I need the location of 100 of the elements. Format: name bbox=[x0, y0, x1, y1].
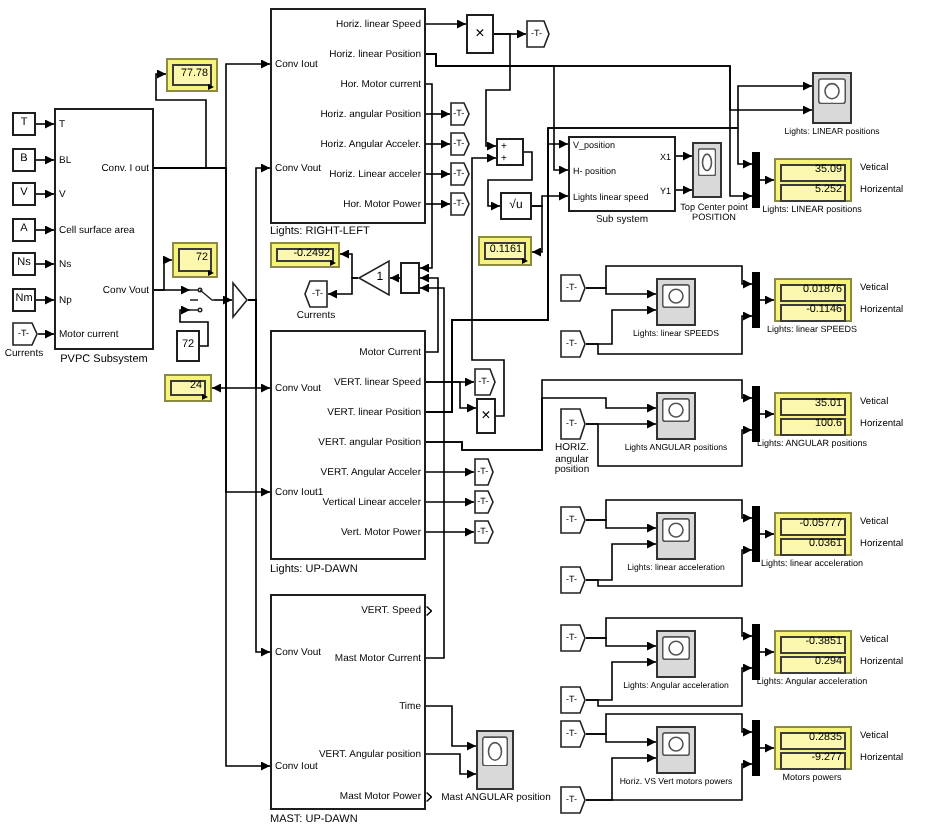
signal-arrow bbox=[425, 109, 451, 119]
display-block bbox=[774, 726, 852, 770]
signal-arrow bbox=[471, 153, 505, 417]
goto-tag bbox=[474, 458, 494, 486]
sum-block bbox=[400, 262, 420, 294]
subsystem-block bbox=[568, 136, 676, 212]
display-block bbox=[774, 630, 852, 674]
signal-arrow bbox=[425, 381, 477, 413]
mux-bar bbox=[752, 506, 760, 562]
signal-arrow bbox=[213, 295, 233, 305]
display-block bbox=[774, 392, 852, 436]
sum-block bbox=[496, 138, 524, 166]
signal-arrow bbox=[35, 225, 55, 235]
display-block bbox=[774, 278, 852, 322]
gain-block bbox=[358, 260, 390, 296]
goto-tag bbox=[450, 132, 470, 156]
display-block bbox=[478, 236, 532, 266]
goto-tag bbox=[474, 368, 496, 396]
signal-arrow bbox=[759, 175, 775, 185]
constant-block bbox=[12, 288, 36, 312]
signal-arrow bbox=[35, 189, 55, 199]
signal-arrow bbox=[759, 647, 775, 657]
goto-tag bbox=[474, 520, 494, 544]
signal-arrow bbox=[675, 185, 693, 195]
constant-block bbox=[12, 148, 36, 172]
scope-block bbox=[656, 726, 696, 774]
goto-tag bbox=[526, 20, 550, 48]
scope-block bbox=[656, 278, 696, 326]
signal-arrow bbox=[425, 527, 475, 537]
signal-arrow bbox=[585, 713, 753, 737]
mux-bar bbox=[752, 386, 760, 442]
signal-arrow bbox=[419, 273, 439, 353]
signal-arrow bbox=[153, 285, 191, 295]
signal-arrow bbox=[425, 705, 477, 751]
constant-block bbox=[12, 252, 36, 276]
constant-block bbox=[12, 182, 36, 206]
signal-arrow bbox=[35, 259, 55, 269]
signal-arrow bbox=[425, 53, 753, 201]
goto-tag bbox=[304, 280, 328, 308]
signal-arrow bbox=[327, 277, 359, 299]
signal-arrow bbox=[585, 265, 753, 289]
signal-arrow bbox=[419, 83, 433, 273]
signal-arrow bbox=[419, 283, 445, 659]
signal-arrow bbox=[35, 295, 55, 305]
signal-arrow bbox=[425, 169, 451, 179]
scope-block bbox=[656, 392, 696, 440]
signal-arrow bbox=[585, 759, 753, 801]
goto-tag bbox=[560, 566, 586, 594]
display-block bbox=[270, 242, 340, 268]
signal-arrow bbox=[425, 467, 475, 477]
signal-arrow bbox=[389, 273, 401, 283]
mux-bar bbox=[752, 720, 760, 776]
goto-tag bbox=[450, 162, 470, 186]
signal-arrow bbox=[211, 299, 257, 393]
signal-arrow bbox=[35, 155, 55, 165]
goto-tag bbox=[12, 322, 38, 346]
goto-tag bbox=[560, 720, 586, 748]
signal-arrow bbox=[675, 151, 693, 161]
signal-arrow bbox=[425, 127, 753, 413]
goto-tag bbox=[560, 786, 586, 814]
signal-arrow bbox=[425, 497, 475, 507]
signal-arrow bbox=[585, 617, 753, 641]
signal-arrow bbox=[425, 139, 451, 149]
scope-block bbox=[812, 72, 852, 124]
sqrt-block bbox=[500, 192, 532, 220]
signal-arrow bbox=[585, 545, 753, 587]
signal-arrow bbox=[485, 33, 511, 151]
signal-arrow bbox=[153, 69, 207, 169]
signal-arrow bbox=[531, 205, 543, 257]
signal-arrow bbox=[487, 151, 533, 211]
switch-symbol bbox=[190, 282, 214, 318]
block-label: × bbox=[475, 26, 485, 42]
goto-tag bbox=[450, 192, 470, 216]
goto-tag bbox=[560, 506, 586, 534]
display-block bbox=[172, 242, 218, 278]
subsystem-block bbox=[270, 8, 426, 224]
signal-arrow bbox=[585, 311, 753, 355]
signal-arrow bbox=[339, 249, 359, 279]
mux-bar bbox=[752, 272, 760, 328]
signal-arrow bbox=[425, 379, 753, 451]
scope-block bbox=[476, 730, 514, 790]
product-block bbox=[476, 398, 496, 434]
goto-tag bbox=[560, 686, 586, 714]
subsystem-block bbox=[54, 108, 154, 350]
scope-block bbox=[656, 630, 696, 678]
goto-tag bbox=[450, 102, 470, 126]
signal-arrow bbox=[585, 423, 753, 467]
scope-block bbox=[656, 512, 696, 560]
display-block bbox=[774, 512, 852, 556]
goto-tag bbox=[560, 408, 586, 440]
subsystem-block bbox=[270, 330, 426, 560]
signal-arrow bbox=[585, 663, 753, 707]
signal-arrow bbox=[179, 305, 209, 347]
signal-arrow bbox=[759, 529, 775, 539]
goto-tag bbox=[560, 330, 586, 358]
block-label: × bbox=[481, 408, 491, 424]
mux-bar bbox=[752, 152, 760, 208]
scope-block bbox=[692, 142, 722, 198]
signal-arrow bbox=[425, 199, 451, 209]
merge-block bbox=[232, 282, 248, 318]
